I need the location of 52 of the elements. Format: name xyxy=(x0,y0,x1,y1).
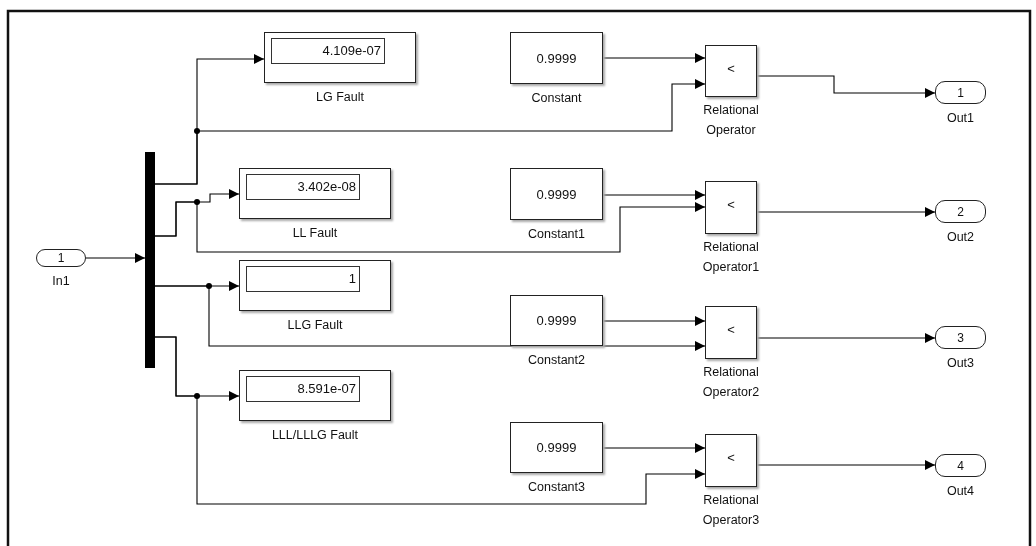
demux-bar xyxy=(145,152,155,368)
block-label: Relational Operator xyxy=(702,102,760,139)
block-label: Out2 xyxy=(945,229,976,246)
block-label: Relational Operator3 xyxy=(701,492,761,529)
signal-line xyxy=(154,201,706,253)
constant-block: 0.9999 xyxy=(510,295,603,346)
signal-line xyxy=(756,460,936,470)
value-field: 4.109e-07 xyxy=(271,38,385,64)
port-block: 4 xyxy=(935,454,986,477)
block-label: Constant1 xyxy=(527,226,586,243)
block-label: LLG Fault xyxy=(286,317,344,334)
signal-line xyxy=(756,207,936,217)
signal-line xyxy=(602,53,706,63)
block-label: Out1 xyxy=(945,110,976,127)
block-label: Relational Operator1 xyxy=(701,239,761,276)
signal-line xyxy=(756,75,936,98)
signal-line xyxy=(602,190,706,200)
port-block: 3 xyxy=(935,326,986,349)
value-field: 1 xyxy=(246,266,360,292)
relational-operator-block: < xyxy=(705,434,757,487)
block-label: LG Fault xyxy=(315,89,365,106)
block-label: LL Fault xyxy=(291,225,339,242)
block-label: Relational Operator2 xyxy=(701,364,761,401)
display-block xyxy=(239,370,391,421)
block-label: In1 xyxy=(51,273,71,290)
constant-block: 0.9999 xyxy=(510,422,603,473)
relational-operator-block: < xyxy=(705,45,757,97)
constant-block: 0.9999 xyxy=(510,168,603,220)
port-block: 1 xyxy=(935,81,986,104)
block-label: Constant2 xyxy=(527,352,586,369)
signal-line xyxy=(154,79,706,185)
block-label: Constant3 xyxy=(527,479,586,496)
display-block xyxy=(239,260,391,311)
signal-line xyxy=(602,443,706,453)
signal-line xyxy=(154,336,706,505)
display-block xyxy=(264,32,416,83)
signal-line xyxy=(154,285,706,351)
relational-operator-block: < xyxy=(705,306,757,359)
block-label: Constant xyxy=(530,90,583,107)
signal-line xyxy=(756,333,936,343)
port-block: 1 xyxy=(36,249,86,267)
display-block xyxy=(239,168,391,219)
relational-operator-block: < xyxy=(705,181,757,234)
block-label: Out4 xyxy=(945,483,976,500)
signal-line xyxy=(602,316,706,326)
value-field: 8.591e-07 xyxy=(246,376,360,402)
value-field: 3.402e-08 xyxy=(246,174,360,200)
signal-line xyxy=(85,253,146,263)
block-label: LLL/LLLG Fault xyxy=(270,427,360,444)
constant-block: 0.9999 xyxy=(510,32,603,84)
port-block: 2 xyxy=(935,200,986,223)
block-label: Out3 xyxy=(945,355,976,372)
